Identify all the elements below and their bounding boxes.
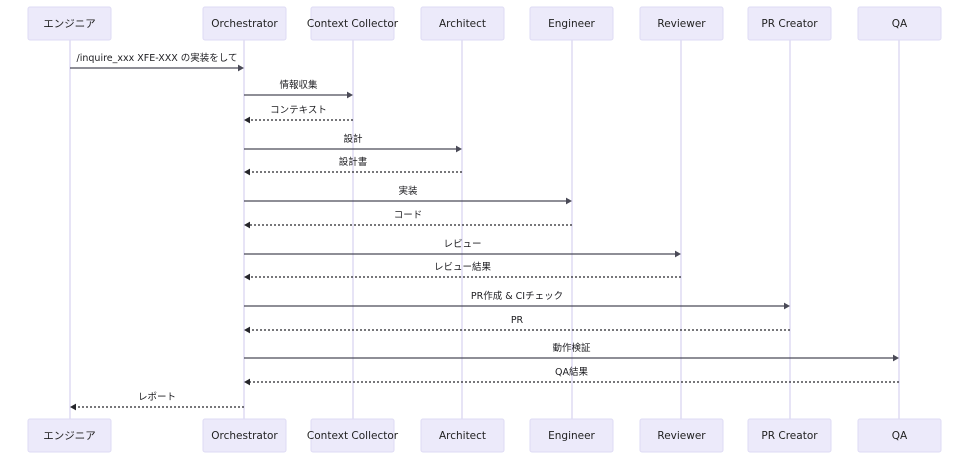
actor-label: エンジニア [43, 430, 96, 442]
message-label: 実装 [398, 185, 418, 197]
actor-context_collector-bottom[interactable]: Context Collector [307, 418, 399, 453]
message-8[interactable]: レビュー [244, 239, 681, 258]
message-arrowhead [244, 221, 250, 229]
message-arrowhead [893, 354, 899, 362]
actor-label: Orchestrator [211, 18, 278, 30]
actor-label: Reviewer [657, 18, 706, 30]
actor-box-shape [202, 6, 287, 41]
actor-label: Reviewer [657, 430, 706, 442]
actor-box-shape [420, 6, 505, 41]
message-label: /inquire_xxx XFE-XXX の実装をして [77, 52, 238, 64]
actor-label: Architect [439, 430, 486, 442]
actor-label: Context Collector [307, 430, 399, 442]
actor-box-shape [27, 418, 112, 453]
actor-box-shape [639, 418, 724, 453]
message-label: レビュー結果 [434, 261, 492, 273]
message-arrowhead [347, 91, 353, 99]
message-3[interactable]: コンテキスト [244, 105, 353, 124]
message-arrowhead [675, 250, 681, 258]
message-arrowhead [244, 168, 250, 176]
message-label: 情報収集 [279, 79, 318, 91]
actor-reviewer-top[interactable]: Reviewer [639, 6, 724, 41]
message-5[interactable]: 設計書 [244, 156, 462, 176]
message-14[interactable]: レポート [70, 392, 244, 411]
actor-context_collector-top[interactable]: Context Collector [307, 6, 399, 41]
message-11[interactable]: PR [244, 315, 790, 334]
lifelines-group [69, 40, 900, 419]
actor-engineer-top[interactable]: Engineer [529, 6, 614, 41]
message-arrowhead [244, 378, 250, 386]
actor-pr_creator-top[interactable]: PR Creator [747, 6, 832, 41]
actor-qa-bottom[interactable]: QA [857, 418, 942, 453]
message-13[interactable]: QA結果 [244, 366, 899, 386]
actor-box-shape [310, 6, 395, 41]
actor-box-shape [420, 418, 505, 453]
message-label: 設計書 [339, 156, 368, 168]
actor-architect-bottom[interactable]: Architect [420, 418, 505, 453]
actor-boxes-bottom: エンジニア Orchestrator Context Collector Archit… [27, 418, 942, 453]
message-7[interactable]: コード [244, 210, 572, 229]
actor-boxes-top: エンジニア Orchestrator Context Collector Archit… [27, 6, 942, 41]
message-label: コード [394, 210, 423, 221]
message-10[interactable]: PR作成 & CIチェック [244, 290, 790, 310]
message-arrowhead [784, 302, 790, 310]
message-4[interactable]: 設計 [244, 133, 462, 153]
actor-engineer-bottom[interactable]: Engineer [529, 418, 614, 453]
actor-label: Engineer [548, 430, 595, 442]
message-label: 動作検証 [552, 342, 591, 354]
actor-box-shape [747, 6, 832, 41]
actor-pr_creator-bottom[interactable]: PR Creator [747, 418, 832, 453]
message-arrowhead [244, 326, 250, 334]
actor-box-shape [529, 418, 614, 453]
actor-box-shape [202, 418, 287, 453]
actor-label: Orchestrator [211, 430, 278, 442]
actor-label: Architect [439, 18, 486, 30]
actor-reviewer-bottom[interactable]: Reviewer [639, 418, 724, 453]
actor-label: PR Creator [761, 18, 818, 30]
actor-engineer_ja-bottom[interactable]: エンジニア [27, 418, 112, 453]
message-label: レビュー [443, 239, 481, 250]
message-6[interactable]: 実装 [244, 185, 572, 205]
message-label: QA結果 [555, 366, 588, 378]
actor-label: QA [892, 18, 908, 30]
actor-engineer_ja-top[interactable]: エンジニア [27, 6, 112, 41]
messages-group: /inquire_xxx XFE-XXX の実装をして情報収集コンテキスト設計設… [70, 52, 899, 411]
message-label: PR作成 & CIチェック [471, 290, 563, 302]
actor-label: エンジニア [43, 18, 96, 30]
actor-label: PR Creator [761, 430, 818, 442]
actor-box-shape [747, 418, 832, 453]
message-arrowhead [238, 64, 244, 72]
message-label: 設計 [343, 133, 363, 145]
actor-orchestrator-bottom[interactable]: Orchestrator [202, 418, 287, 453]
message-12[interactable]: 動作検証 [244, 342, 899, 362]
actor-box-shape [27, 6, 112, 41]
message-label: レポート [138, 392, 176, 403]
actor-box-shape [857, 418, 942, 453]
message-arrowhead [456, 145, 462, 153]
actor-orchestrator-top[interactable]: Orchestrator [202, 6, 287, 41]
actor-label: QA [892, 430, 908, 442]
message-arrowhead [244, 116, 250, 124]
message-2[interactable]: 情報収集 [244, 79, 353, 99]
message-label: コンテキスト [270, 105, 327, 116]
actor-box-shape [310, 418, 395, 453]
message-1[interactable]: /inquire_xxx XFE-XXX の実装をして [70, 52, 244, 72]
actor-architect-top[interactable]: Architect [420, 6, 505, 41]
actor-box-shape [529, 6, 614, 41]
actor-qa-top[interactable]: QA [857, 6, 942, 41]
actor-box-shape [639, 6, 724, 41]
message-label: PR [511, 315, 524, 326]
actor-label: Context Collector [307, 18, 399, 30]
message-arrowhead [566, 197, 572, 205]
actor-box-shape [857, 6, 942, 41]
message-9[interactable]: レビュー結果 [244, 261, 681, 281]
message-arrowhead [70, 403, 76, 411]
message-arrowhead [244, 273, 250, 281]
actor-label: Engineer [548, 18, 595, 30]
